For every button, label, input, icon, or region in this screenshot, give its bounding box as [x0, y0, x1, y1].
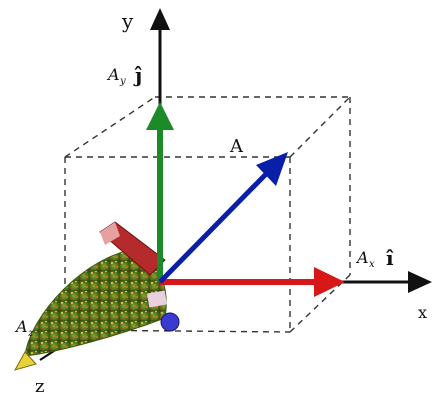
box-edge-bottom-right — [289, 274, 351, 333]
x-component-label: A x î — [355, 246, 394, 270]
z-component-cone — [13, 247, 167, 371]
z-component-dot — [160, 312, 180, 332]
y-component-label: A y ĵ — [106, 63, 142, 87]
y-axis-label: y — [121, 9, 134, 33]
x-axis-label: x — [418, 303, 427, 322]
x-component-arrowhead — [314, 267, 345, 297]
box-edge-top-left — [64, 96, 156, 158]
y-component-symbol: A — [106, 65, 120, 84]
x-axis-arrowhead — [408, 271, 432, 293]
y-component-subscript: y — [119, 76, 126, 87]
cone-tip — [13, 351, 37, 371]
x-unit-vector: î — [386, 246, 394, 270]
y-component-arrowhead — [146, 102, 174, 130]
z-component-marker — [146, 290, 168, 308]
vector-A-arrow — [158, 152, 288, 284]
z-component-symbol: A — [14, 317, 28, 336]
box-edge-top-right — [289, 96, 351, 158]
x-component-symbol: A — [355, 248, 369, 267]
x-component-subscript: x — [369, 259, 375, 270]
z-component-label: A z — [14, 317, 34, 339]
z-component-arrow — [99, 221, 180, 332]
vector-A-arrowhead — [256, 152, 288, 186]
x-component-arrow — [160, 267, 345, 297]
vector-A-label: A — [229, 136, 244, 157]
y-component-arrow — [146, 102, 174, 282]
z-axis-label: z — [35, 376, 44, 394]
y-axis-arrowhead — [150, 8, 170, 30]
y-unit-vector: ĵ — [133, 63, 142, 87]
z-component-subscript: z — [27, 328, 34, 339]
